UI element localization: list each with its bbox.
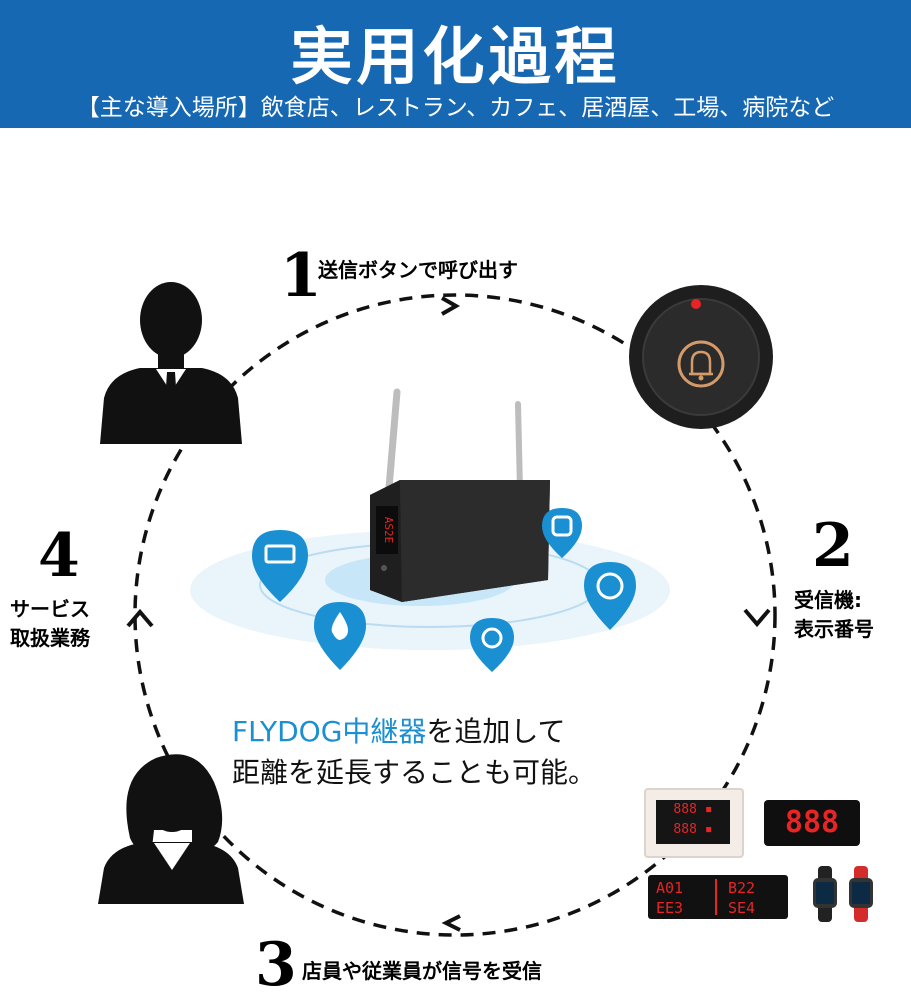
arrow-up-icon [126, 608, 154, 628]
step-3-number: 3 [255, 930, 297, 1000]
location-pin-icon [252, 530, 308, 602]
step-4-line1: サービス [10, 597, 90, 621]
call-button-icon [629, 285, 773, 429]
page-title: 実用化過程 [290, 20, 621, 93]
step-1-text: 送信ボタンで呼び出す [318, 258, 518, 282]
businesswoman-icon [98, 754, 244, 904]
clock-display: 888 [764, 800, 860, 846]
step-1-number: 1 [280, 241, 322, 311]
arrow-down-icon [743, 608, 771, 628]
arrow-left-icon [441, 914, 461, 932]
page-subtitle: 【主な導入場所】飲食店、レストラン、カフェ、居酒屋、工場、病院など [76, 95, 835, 121]
step-2-number: 2 [812, 511, 854, 581]
step-2-text: 受信機: 表示番号 [794, 586, 874, 644]
step-2-line1: 受信機: [794, 588, 862, 612]
panel-receiver: 888 ▪888 ▪ [644, 788, 744, 858]
businessman-icon [100, 282, 242, 444]
location-pin-icon [542, 508, 582, 558]
led-left-top: A01 [656, 879, 684, 897]
repeater-description: FLYDOG中継器を追加して 距離を延長することも可能。 [232, 712, 692, 793]
location-pin-icon [314, 602, 366, 670]
location-pin-icon [470, 618, 514, 672]
led-right-bottom: SE4 [728, 899, 756, 917]
smartwatch-icon [813, 866, 873, 922]
header-banner: 実用化過程 【主な導入場所】飲食店、レストラン、カフェ、居酒屋、工場、病院など [0, 0, 911, 128]
step-4-number: 4 [38, 521, 80, 591]
arrow-right-icon [441, 296, 461, 316]
repeater-device-illustration: AS2E [190, 388, 670, 672]
step-4-text: サービス 取扱業務 [10, 595, 90, 653]
led-left-bottom: EE3 [656, 899, 684, 917]
description-line2: 距離を延長することも可能。 [232, 755, 597, 789]
led-right-top: B22 [728, 879, 756, 897]
location-pin-icon [584, 562, 636, 630]
step-4-line2: 取扱業務 [10, 626, 90, 650]
step-3-text: 店員や従業員が信号を受信 [302, 959, 542, 983]
device-screen-text: AS2E [382, 517, 395, 544]
indicator-led [691, 299, 701, 309]
repeater-name: FLYDOG中継器 [232, 715, 427, 748]
description-line1: を追加して [426, 715, 566, 748]
step-2-line2: 表示番号 [794, 617, 874, 641]
led-board: A01 EE3 B22 SE4 [648, 875, 788, 919]
bell-icon [690, 350, 712, 376]
